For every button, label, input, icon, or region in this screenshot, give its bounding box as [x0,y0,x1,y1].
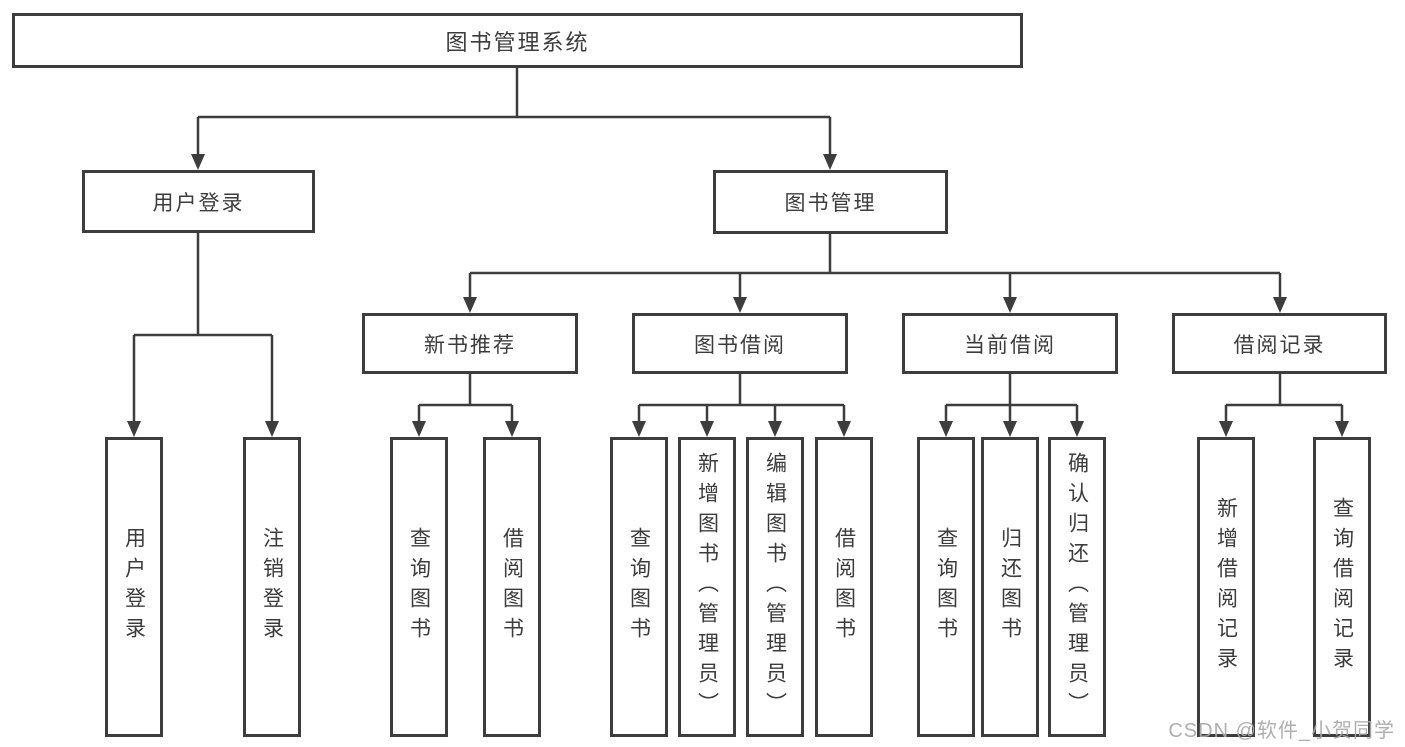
arrow-down-icon [505,421,519,437]
arrow-down-icon [1003,297,1017,313]
arrow-down-icon [837,421,851,437]
arrow-down-icon [700,421,714,437]
leaf-label: 编辑图书（管理员） [763,452,787,722]
node-book-management: 图书管理 [713,170,948,234]
leaf-newbook-query: 查询图书 [390,437,448,737]
leaf-label: 查询图书 [934,527,958,647]
node-root: 图书管理系统 [12,13,1023,68]
arrow-down-icon [1070,421,1084,437]
leaf-label: 确认归还（管理员） [1065,452,1089,722]
leaf-label: 用户登录 [122,527,146,647]
arrow-down-icon [1219,421,1233,437]
leaf-label: 借阅图书 [832,527,856,647]
node-new-book-recommend: 新书推荐 [362,313,578,374]
leaf-logout: 注销登录 [243,437,301,737]
leaf-borrow-borrow: 借阅图书 [815,437,873,737]
leaf-current-confirm-admin: 确认归还（管理员） [1048,437,1106,737]
leaf-records-add: 新增借阅记录 [1197,437,1255,737]
arrow-down-icon [127,421,141,437]
arrow-down-icon [632,421,646,437]
arrow-down-icon [463,297,477,313]
csdn-watermark: CSDN @软件_小贺同学 [1168,720,1395,742]
arrow-down-icon [1273,297,1287,313]
leaf-user-login: 用户登录 [105,437,163,737]
leaf-label: 归还图书 [998,527,1022,647]
node-current-borrow: 当前借阅 [902,313,1118,374]
leaf-current-query: 查询图书 [917,437,975,737]
arrow-down-icon [1335,421,1349,437]
leaf-label: 注销登录 [260,527,284,647]
arrow-down-icon [768,421,782,437]
leaf-borrow-add-admin: 新增图书（管理员） [678,437,736,737]
leaf-borrow-query: 查询图书 [610,437,668,737]
leaf-newbook-borrow: 借阅图书 [483,437,541,737]
node-book-borrow: 图书借阅 [632,313,848,374]
node-user-login: 用户登录 [82,170,315,233]
arrow-down-icon [265,421,279,437]
leaf-borrow-edit-admin: 编辑图书（管理员） [746,437,804,737]
arrow-down-icon [1003,421,1017,437]
leaf-label: 新增图书（管理员） [695,452,719,722]
arrow-down-icon [823,154,837,170]
node-borrow-records: 借阅记录 [1172,313,1387,374]
leaf-records-query: 查询借阅记录 [1313,437,1371,737]
arrow-down-icon [733,297,747,313]
leaf-label: 查询图书 [627,527,651,647]
leaf-label: 借阅图书 [500,527,524,647]
leaf-label: 查询图书 [407,527,431,647]
arrow-down-icon [412,421,426,437]
leaf-label: 查询借阅记录 [1330,497,1354,677]
arrow-down-icon [939,421,953,437]
leaf-label: 新增借阅记录 [1214,497,1238,677]
arrow-down-icon [191,154,205,170]
leaf-current-return: 归还图书 [981,437,1039,737]
